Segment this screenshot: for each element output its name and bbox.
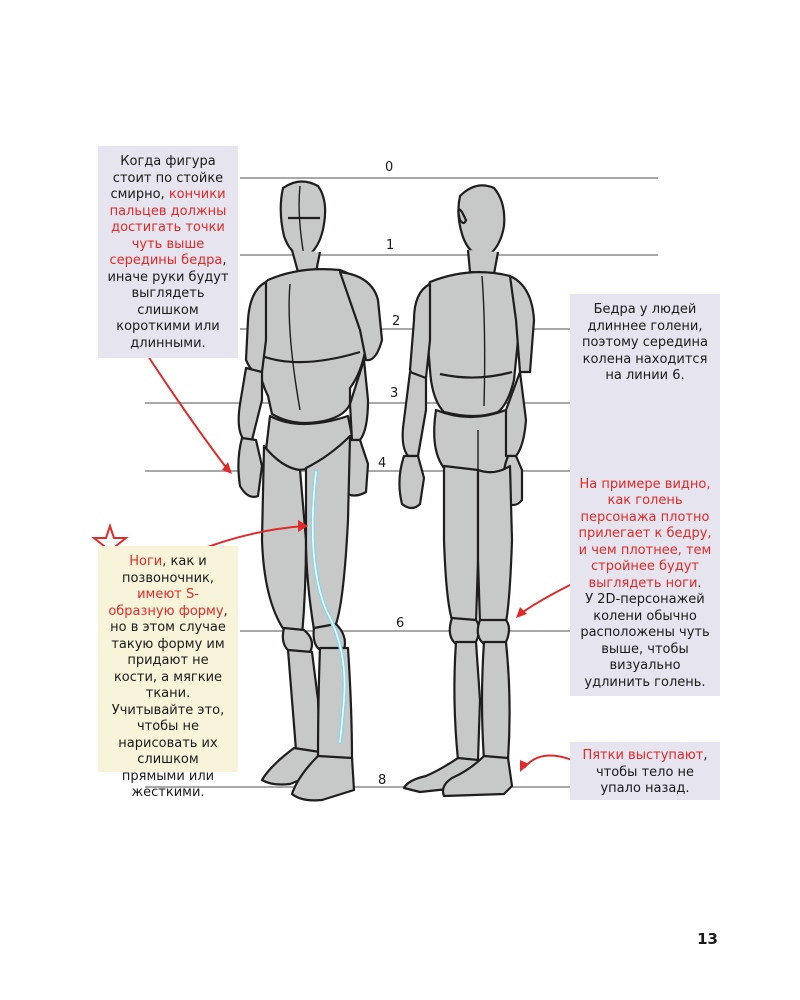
note-legs: Ноги, как и позвоночник, имеют S-образну… bbox=[98, 546, 238, 800]
line-number-4: 4 bbox=[378, 456, 387, 471]
note-shin-text-2: У 2D-персонажей колени обычно расположен… bbox=[580, 592, 710, 690]
note-heels: Пятки выступают, чтобы тело не упало наз… bbox=[570, 742, 720, 800]
line-number-3: 3 bbox=[390, 386, 399, 401]
page-number: 13 bbox=[697, 930, 718, 948]
note-legs-text-1: , как и позвоночник, bbox=[121, 554, 215, 586]
line-number-0: 0 bbox=[385, 160, 394, 175]
front-figure bbox=[237, 180, 384, 802]
note-legs-highlight-1: Ноги bbox=[129, 554, 163, 569]
note-legs-text-2: , но в этом случае такую форму им придаю… bbox=[110, 603, 228, 801]
note-fingers-text-2: , иначе руки будут выглядеть слишком кор… bbox=[107, 253, 229, 351]
note-thigh-shin: Бедра у людей длиннее голени, поэтому се… bbox=[570, 294, 720, 696]
note-shin-highlight: На примере видно, как голень персонажа п… bbox=[578, 476, 712, 591]
note-legs-highlight-2: имеют S-образную форму bbox=[108, 587, 224, 619]
line-number-8: 8 bbox=[378, 773, 387, 788]
line-number-6: 6 bbox=[396, 616, 405, 631]
note-heels-highlight: Пятки выступают bbox=[582, 748, 704, 763]
arrow-heads bbox=[222, 462, 529, 772]
note-fingers-highlight: кончики пальцев должны достигать точки ч… bbox=[109, 187, 227, 268]
note-fingers: Когда фигура стоит по стойке смирно, кон… bbox=[98, 146, 238, 358]
line-number-1: 1 bbox=[386, 238, 395, 253]
note-thigh-text: Бедра у людей длиннее голени, поэтому се… bbox=[581, 302, 709, 383]
line-number-2: 2 bbox=[392, 314, 401, 329]
back-figure bbox=[398, 184, 536, 798]
note-fingers-text-1: Когда фигура стоит по стойке смирно, bbox=[110, 154, 224, 202]
note-shin-text-1: . bbox=[697, 575, 702, 591]
note-heels-text: , чтобы тело не упало назад. bbox=[595, 748, 708, 796]
